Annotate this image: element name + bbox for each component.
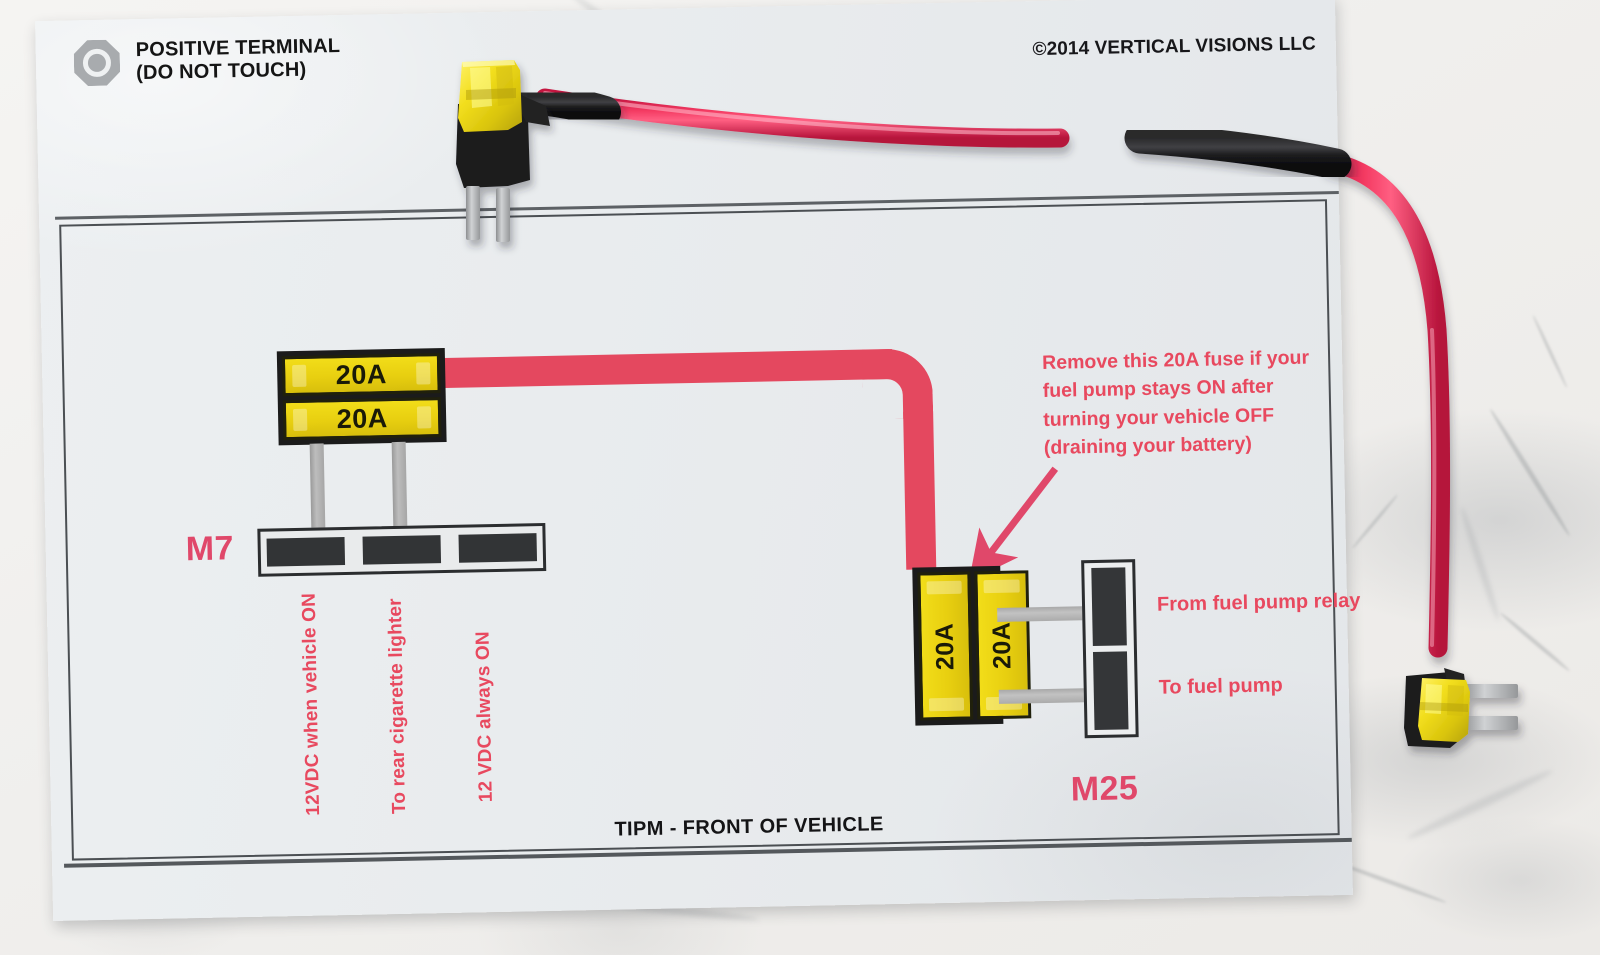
m7-slot-3-label: 12 VDC always ON bbox=[472, 630, 497, 803]
printed-diagram-sheet: POSITIVE TERMINAL (DO NOT TOUCH) ©2014 V… bbox=[35, 0, 1361, 921]
m25-lead-top bbox=[997, 606, 1090, 622]
m7-fuse-top-rating: 20A bbox=[335, 358, 388, 390]
m7-slot-2-label: To rear cigarette lighter bbox=[384, 597, 411, 815]
m25-slot-2-label: To fuel pump bbox=[1158, 674, 1283, 699]
m25-fuse-right-rating: 20A bbox=[987, 620, 1017, 669]
m25-slot-1-label: From fuel pump relay bbox=[1156, 589, 1361, 616]
positive-terminal-icon bbox=[73, 39, 120, 86]
m7-fuse-block bbox=[257, 522, 547, 577]
copyright-notice: ©2014 VERTICAL VISIONS LLC bbox=[1032, 33, 1317, 61]
m7-fuse-pair: 20A 20A bbox=[276, 347, 447, 446]
positive-terminal-label: POSITIVE TERMINAL (DO NOT TOUCH) bbox=[135, 35, 341, 85]
m25-group-label: M25 bbox=[1070, 769, 1139, 809]
fuse-removal-warning: Remove this 20A fuse if your fuel pump s… bbox=[1041, 346, 1310, 459]
m7-slot-3 bbox=[458, 533, 538, 563]
m7-slot-1 bbox=[266, 537, 346, 567]
m7-fuse-bottom-rating: 20A bbox=[336, 402, 388, 434]
m25-lead-bottom bbox=[998, 688, 1091, 704]
m25-slot-1 bbox=[1091, 567, 1127, 647]
m7-fuse-top: 20A bbox=[281, 353, 441, 397]
m25-slot-2 bbox=[1092, 651, 1129, 731]
m7-group-label: M7 bbox=[185, 529, 235, 569]
warning-arrow-icon bbox=[968, 466, 1059, 579]
m7-fuse-leg-left bbox=[309, 443, 326, 538]
m7-slot-1-label: 12VDC when vehicle ON bbox=[298, 592, 325, 816]
m25-fuse-left: 20A bbox=[917, 571, 974, 721]
m25-fuse-pair: 20A 20A bbox=[912, 565, 1032, 726]
m7-fuse-bottom: 20A bbox=[282, 397, 442, 441]
m25-fuse-block bbox=[1081, 559, 1139, 739]
m7-fuse-leg-right bbox=[391, 441, 408, 537]
diagram-border-box bbox=[59, 199, 1340, 861]
m7-slot-2 bbox=[362, 535, 442, 565]
m25-fuse-left-rating: 20A bbox=[930, 622, 960, 670]
